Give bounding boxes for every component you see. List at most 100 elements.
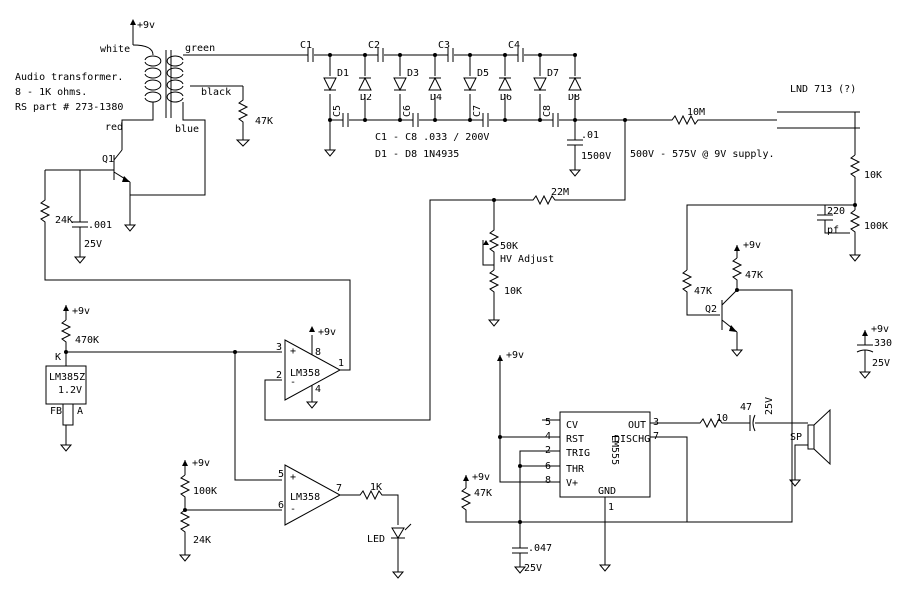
cap-c2-label: C2 xyxy=(368,40,380,51)
q2-supply: +9v xyxy=(743,240,761,251)
timer-r-supply: +9v xyxy=(472,472,490,483)
transformer-blue-label: blue xyxy=(175,124,199,135)
ref-resistor-label: 470K xyxy=(75,335,99,346)
bypass-cap-voltage: 25V xyxy=(872,358,890,369)
diode-symbol xyxy=(358,76,372,91)
diode-d7-label: D7 xyxy=(547,68,559,79)
diode-d3-label: D3 xyxy=(407,68,419,79)
tube-r-top-label: 10K xyxy=(864,170,882,181)
junction-dot xyxy=(433,118,437,122)
opamp2-name: LM358 xyxy=(290,492,320,503)
diode-d1-label: D1 xyxy=(337,68,349,79)
diode-symbol xyxy=(463,77,477,92)
transformer-black-label: black xyxy=(201,87,231,98)
transformer-desc-line2: 8 - 1K ohms. xyxy=(15,87,87,98)
cap-top-gap xyxy=(378,48,384,62)
diode-symbol xyxy=(428,76,442,91)
ref-chip-volts: 1.2V xyxy=(58,385,82,396)
filter-cap-label: .01 xyxy=(581,130,599,141)
gm-tube: 10M LND 713 (?) 10K 100K 220 pf xyxy=(625,84,888,270)
divider-r-top: 100K xyxy=(193,486,217,497)
speaker-resistor: 10 xyxy=(716,413,728,424)
q2-rcol-label: 47K xyxy=(745,270,763,281)
opamp1-pin-g: 4 xyxy=(315,384,321,395)
opamp2-led-resistor: 1K xyxy=(370,482,382,493)
timer-pin-thr: THR xyxy=(566,464,585,475)
tube-label: LND 713 (?) xyxy=(790,84,856,95)
cap-c4-label: C4 xyxy=(508,40,520,51)
timer-chip-name: LM555 xyxy=(609,435,620,465)
hv-output-note: 500V - 575V @ 9V supply. xyxy=(630,149,775,160)
timer-gnd-label: GND xyxy=(598,486,616,497)
q1-label: Q1 xyxy=(102,154,114,165)
opamp1-supply: +9v xyxy=(318,327,336,338)
multiplier-spec-caps: C1 - C8 .033 / 200V xyxy=(375,132,489,143)
junction-dot xyxy=(468,53,472,57)
opamp2-minus-sign: - xyxy=(290,504,296,515)
cap-top-gap xyxy=(518,48,524,62)
opamp2-pin-out: 7 xyxy=(336,483,342,494)
opamp1-pin-minus: 2 xyxy=(276,370,282,381)
junction-dot xyxy=(468,118,472,122)
timer-out-label: OUT xyxy=(628,420,646,431)
ref-fb-label: FB xyxy=(50,406,62,417)
opamp1-plus-sign: + xyxy=(290,346,296,357)
junction-dot xyxy=(538,53,542,57)
transformer-white-label: white xyxy=(100,44,130,55)
junction-dot xyxy=(503,118,507,122)
junction-dot xyxy=(503,53,507,57)
opamp1-pin-v: 8 xyxy=(315,347,321,358)
diode-gap xyxy=(323,76,337,94)
opamp2-pin-minus: 6 xyxy=(278,500,284,511)
diode-symbol xyxy=(498,76,512,91)
timer-pin-trig: TRIG xyxy=(566,448,590,459)
ref-supply-label: +9v xyxy=(72,306,90,317)
opamp1-name: LM358 xyxy=(290,368,320,379)
opamp1-pin-plus: 3 xyxy=(276,342,282,353)
cap-top-gap xyxy=(308,48,314,62)
cap-c6-label: C6 xyxy=(402,105,413,117)
hv-r-low-label: 10K xyxy=(504,286,522,297)
voltage-multiplier: C1 C2 C3 C4 C5 C6 C7 C8 D1 D2 D3 D4 D5 D… xyxy=(300,40,775,177)
diode-symbol xyxy=(533,77,547,92)
q1-rbase-label: 24K xyxy=(55,215,73,226)
junction-dot xyxy=(538,118,542,122)
hv-pot-label: 50K xyxy=(500,241,518,252)
q1-cap-voltage: 25V xyxy=(84,239,102,250)
opamp2-led-label: LED xyxy=(367,534,385,545)
tube-r-bot-label: 100K xyxy=(864,221,888,232)
multiplier-spec-diodes: D1 - D8 1N4935 xyxy=(375,149,459,160)
junction-dot xyxy=(398,53,402,57)
diode-symbol xyxy=(393,77,407,92)
speaker-label: SP xyxy=(790,432,802,443)
diode-d6-label: D6 xyxy=(500,92,512,103)
speaker-output: 10 47 25V SP xyxy=(650,397,831,487)
transformer-desc-line1: Audio transformer. xyxy=(15,72,123,83)
diode-d2-label: D2 xyxy=(360,92,372,103)
transformer-desc-line3: RS part # 273-1380 xyxy=(15,102,123,113)
junction-dot xyxy=(363,118,367,122)
transformer-supply-label: +9v xyxy=(137,20,155,31)
timer-supply: +9v xyxy=(506,350,524,361)
timer-gnd-num: 1 xyxy=(608,502,614,513)
timer-pin-vplus: V+ xyxy=(566,478,578,489)
divider-r-bot: 24K xyxy=(193,535,211,546)
diode-d5-label: D5 xyxy=(477,68,489,79)
ref-chip-name: LM385Z xyxy=(49,372,85,383)
cap-bottom-gap xyxy=(483,113,489,127)
opamp-2: LM358 + - 5 6 7 1K LED xyxy=(233,350,412,579)
timer-cap-voltage: 25V xyxy=(524,563,542,574)
q2-label: Q2 xyxy=(705,304,717,315)
cap-bottom-gap xyxy=(343,113,349,127)
diode-d4-label: D4 xyxy=(430,92,442,103)
hv-pot-name: HV Adjust xyxy=(500,254,554,265)
junction-dot xyxy=(573,53,577,57)
transformer-green-label: green xyxy=(185,43,215,54)
tube-cap-value: 220 xyxy=(827,206,845,217)
transformer-red-label: red xyxy=(105,122,123,133)
bypass-supply: +9v xyxy=(871,324,889,335)
timer-disch-label: DISCHG xyxy=(614,434,650,445)
q1-cap-label: .001 xyxy=(88,220,112,231)
voltage-reference: +9v 470K K LM385Z 1.2V FB A xyxy=(45,305,282,452)
